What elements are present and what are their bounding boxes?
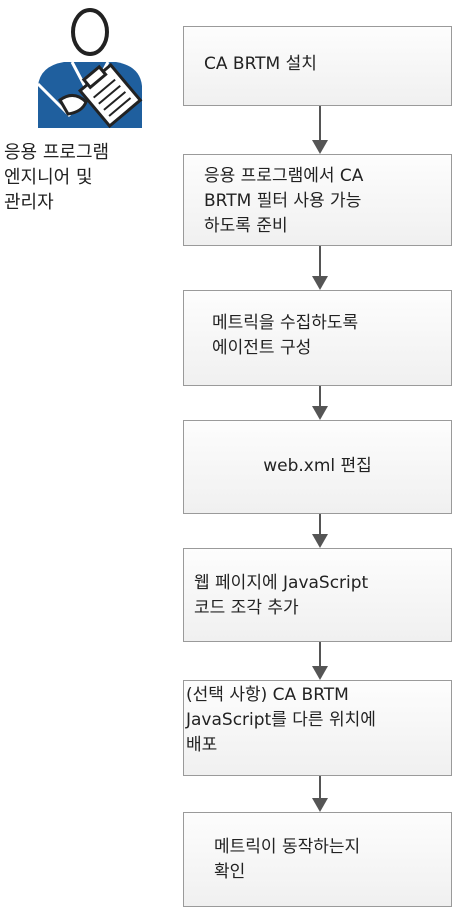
flow-arrow [312, 106, 328, 154]
step-verify-metrics: 메트릭이 동작하는지 확인 [183, 812, 452, 907]
step-configure-agent: 메트릭을 수집하도록 에이전트 구성 [183, 290, 452, 386]
step-deploy-javascript: (선택 사항) CA BRTM JavaScript를 다른 위치에 배포 [183, 680, 452, 776]
step-label: 메트릭을 수집하도록 에이전트 구성 [212, 313, 359, 358]
step-label: (선택 사항) CA BRTM JavaScript를 다른 위치에 배포 [186, 685, 376, 755]
flow-arrow [312, 642, 328, 680]
role-label: 응용 프로그램 엔지니어 및 관리자 [4, 142, 110, 213]
flow-arrow [312, 514, 328, 548]
engineer-clipboard-icon [36, 8, 143, 129]
flow-arrow [312, 246, 328, 290]
step-add-javascript: 웹 페이지에 JavaScript 코드 조각 추가 [183, 548, 452, 642]
flow-arrow [312, 776, 328, 812]
step-label: web.xml 편집 [263, 456, 372, 476]
step-label: 메트릭이 동작하는지 확인 [214, 837, 361, 882]
step-label: CA BRTM 설치 [204, 54, 317, 74]
step-label: 웹 페이지에 JavaScript 코드 조각 추가 [194, 573, 369, 618]
step-label: 응용 프로그램에서 CA BRTM 필터 사용 가능 하도록 준비 [204, 166, 364, 236]
flow-arrow [312, 386, 328, 420]
step-prepare-filter: 응용 프로그램에서 CA BRTM 필터 사용 가능 하도록 준비 [183, 154, 452, 246]
step-edit-webxml: web.xml 편집 [183, 420, 452, 514]
step-install-brtm: CA BRTM 설치 [183, 26, 452, 106]
